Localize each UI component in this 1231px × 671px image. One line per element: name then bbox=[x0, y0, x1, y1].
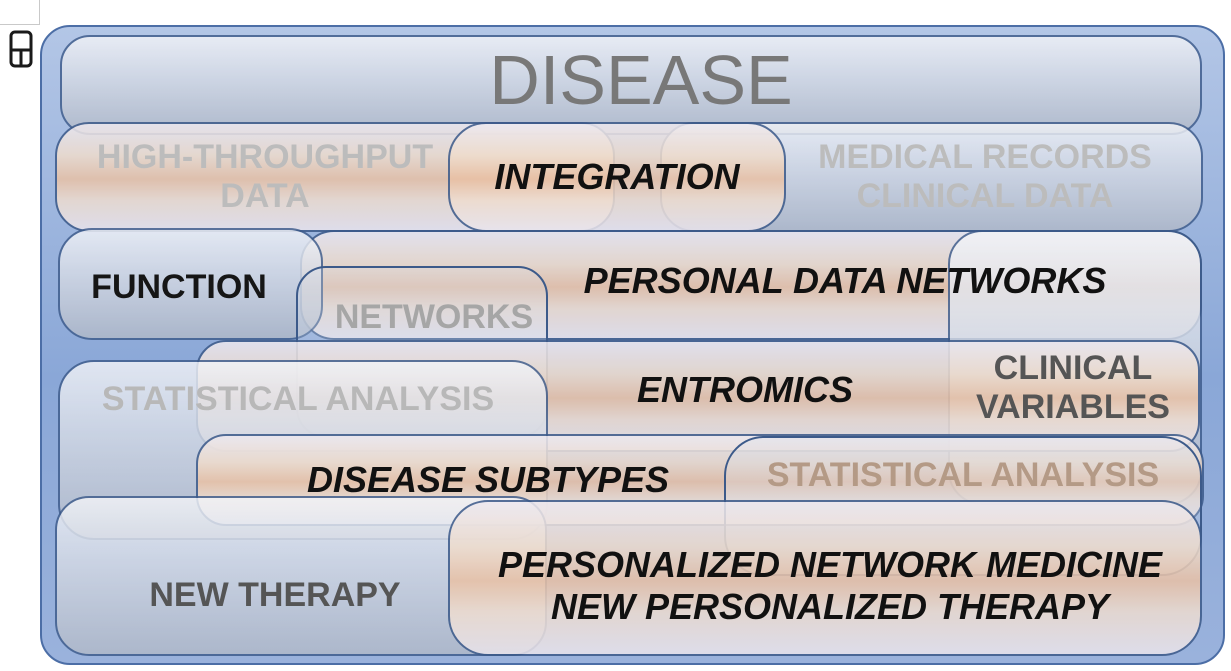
new-therapy-label: NEW THERAPY bbox=[149, 576, 401, 615]
personalized-medicine-box bbox=[448, 500, 1202, 656]
anchor-icon bbox=[9, 30, 33, 68]
integration-label: INTEGRATION bbox=[494, 156, 740, 198]
disease-header-box bbox=[60, 35, 1202, 135]
medical-records-label: MEDICAL RECORDS CLINICAL DATA bbox=[818, 137, 1152, 215]
diagram-title: DISEASE bbox=[489, 41, 793, 120]
networks-label: NETWORKS bbox=[334, 298, 534, 337]
statistical-analysis-right-label: STATISTICAL ANALYSIS bbox=[766, 456, 1160, 495]
clinical-variables-label: CLINICAL VARIABLES bbox=[976, 348, 1170, 426]
disease-subtypes-label: DISEASE SUBTYPES bbox=[306, 459, 670, 501]
statistical-analysis-left-label: STATISTICAL ANALYSIS bbox=[101, 380, 495, 419]
high-throughput-label: HIGH-THROUGHPUT DATA bbox=[96, 137, 434, 215]
personalized-medicine-label: PERSONALIZED NETWORK MEDICINE NEW PERSON… bbox=[497, 544, 1162, 627]
personal-data-networks-label: PERSONAL DATA NETWORKS bbox=[583, 260, 1107, 302]
page-guide-horizontal bbox=[0, 24, 40, 25]
entromics-label: ENTROMICS bbox=[637, 369, 853, 411]
function-label: FUNCTION bbox=[91, 268, 267, 307]
function-box bbox=[58, 228, 323, 340]
page-guide-vertical bbox=[39, 0, 40, 24]
